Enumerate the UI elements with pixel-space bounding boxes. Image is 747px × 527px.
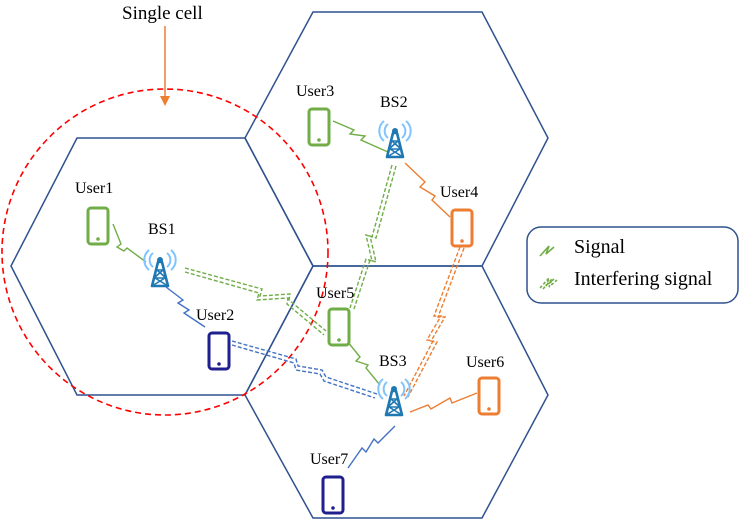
bs1-label: BS1 <box>148 221 176 238</box>
smartphone-icon <box>477 376 501 416</box>
base-station-bs1 <box>143 248 177 288</box>
interference-user4-bs3 <box>403 246 461 397</box>
cell-hexagon-2 <box>244 11 549 267</box>
smartphone-icon <box>207 331 231 371</box>
user1-label: User1 <box>75 180 113 197</box>
interference-bs2-user5 <box>349 164 393 309</box>
signal-bs3-user6 <box>409 392 478 413</box>
user6-label: User6 <box>466 354 504 371</box>
user1-phone <box>86 206 110 246</box>
signal-links <box>112 120 478 469</box>
user4-phone <box>450 208 474 248</box>
single-cell-label: Single cell <box>122 3 203 24</box>
user4-label: User4 <box>440 184 478 201</box>
legend: Signal Interfering signal <box>526 226 739 304</box>
signal-bs2-user4 <box>404 162 451 218</box>
user5-label: User5 <box>316 285 354 302</box>
smartphone-icon <box>307 107 331 147</box>
signal-user5-bs3 <box>346 340 381 386</box>
interference-bs1-user5 <box>184 267 327 332</box>
interference-user2-bs3 <box>231 340 378 395</box>
legend-interfering-label: Interfering signal <box>574 268 713 290</box>
user7-phone <box>321 475 345 515</box>
smartphone-icon <box>450 208 474 248</box>
smartphone-icon <box>86 206 110 246</box>
base-station-bs2 <box>378 119 412 159</box>
legend-signal-label: Signal <box>574 236 626 258</box>
user3-label: User3 <box>296 83 334 100</box>
base-station-bs3 <box>377 377 411 417</box>
signal-user1-bs1 <box>112 223 147 263</box>
interfering-links <box>184 164 465 399</box>
user7-label: User7 <box>310 451 348 468</box>
smartphone-icon <box>321 475 345 515</box>
signal-bs1-user2 <box>165 286 206 328</box>
signal-user3-bs2 <box>332 120 389 153</box>
signal-bs3-user7 <box>347 425 396 469</box>
user2-label: User2 <box>196 307 234 324</box>
bs3-label: BS3 <box>379 353 407 370</box>
user6-phone <box>477 376 501 416</box>
antenna-tower-icon <box>377 377 411 417</box>
cell-hexagon-3 <box>244 265 549 519</box>
bs2-label: BS2 <box>380 94 408 111</box>
antenna-tower-icon <box>143 248 177 288</box>
single-cell-boundary <box>1 88 329 416</box>
user3-phone <box>307 107 331 147</box>
antenna-tower-icon <box>378 119 412 159</box>
legend-interfering-icon <box>539 277 558 290</box>
single-cell-arrow <box>160 26 170 106</box>
smartphone-icon <box>327 307 351 347</box>
user2-phone <box>207 331 231 371</box>
legend-signal-icon <box>539 245 555 257</box>
legend-box <box>526 226 739 304</box>
user5-phone <box>327 307 351 347</box>
